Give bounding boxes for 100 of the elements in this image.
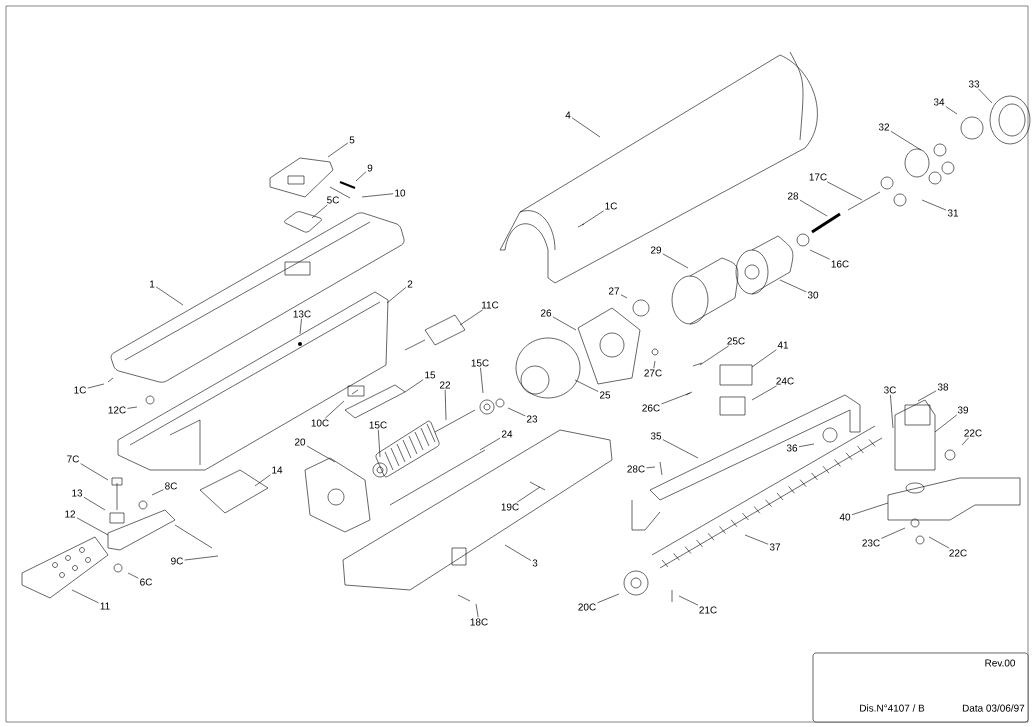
- callout-number: 33: [968, 80, 980, 88]
- leader-line: [324, 400, 345, 419]
- callout-number: 1C: [74, 386, 86, 394]
- callout-number: 17C: [809, 173, 827, 181]
- callout-number: 24: [501, 430, 513, 438]
- leader-line: [327, 142, 349, 158]
- leader-line: [662, 253, 689, 269]
- callout-number: 26C: [642, 404, 660, 412]
- leader-line: [779, 279, 807, 293]
- callout-number: 22C: [964, 429, 982, 437]
- callout-number: 15: [425, 371, 436, 379]
- leader-line: [662, 439, 699, 459]
- leader-line: [311, 204, 328, 219]
- callout-number: 14: [272, 466, 283, 474]
- leader-line: [646, 466, 656, 469]
- callout-number: 37: [769, 543, 781, 551]
- callout-number: 25C: [727, 337, 745, 345]
- leader-line: [928, 536, 950, 549]
- callout-number: 8C: [165, 482, 177, 490]
- leader-line: [978, 88, 993, 104]
- callout-number: 3C: [884, 386, 896, 394]
- leader-line: [890, 394, 894, 429]
- title-block-text: Rev.00: [985, 659, 1016, 667]
- callout-number: 1C: [605, 202, 617, 210]
- leader-line: [127, 572, 139, 579]
- callout-number: 24C: [776, 377, 794, 385]
- leader-line: [155, 286, 184, 306]
- callout-number: 22: [439, 381, 451, 389]
- callout-number: 3: [532, 559, 538, 567]
- leader-line: [881, 527, 906, 539]
- callout-number: 2: [407, 280, 413, 288]
- callout-number: 32: [878, 123, 890, 131]
- leader-line: [921, 199, 947, 211]
- callout-number: 11: [100, 602, 110, 610]
- leader-line: [751, 385, 777, 401]
- callout-number: 29: [650, 246, 662, 254]
- callout-number: 27: [608, 287, 620, 295]
- leader-line: [151, 489, 164, 496]
- callout-number: 9C: [171, 557, 183, 565]
- callout-number: 35: [650, 432, 662, 440]
- title-block-text: Dis.N°4107 / B: [860, 704, 925, 712]
- callout-number: 4: [565, 111, 571, 119]
- leader-line: [254, 474, 271, 487]
- leader-line: [851, 502, 889, 516]
- callout-number: 6C: [140, 578, 152, 586]
- leader-line: [751, 349, 777, 368]
- leader-line: [744, 534, 769, 545]
- callout-number: 34: [933, 98, 945, 106]
- leader-line: [961, 437, 969, 446]
- leader-line: [76, 517, 109, 536]
- callout-number: 10: [395, 189, 406, 197]
- callout-number: 15C: [471, 359, 489, 367]
- leader-line: [386, 287, 407, 304]
- leader-line: [306, 445, 336, 463]
- leader-line: [127, 406, 138, 409]
- leader-line: [459, 309, 484, 326]
- callout-number: 27C: [644, 369, 662, 377]
- leader-line: [574, 379, 599, 392]
- title-block-text: Data 03/06/97: [962, 704, 1025, 712]
- leader-line: [890, 130, 922, 151]
- leader-line: [480, 367, 484, 394]
- callout-number: 21C: [699, 606, 717, 614]
- callout-number: 28C: [627, 465, 645, 473]
- leader-line: [552, 316, 577, 331]
- leader-line: [378, 429, 381, 458]
- leader-line: [184, 555, 219, 561]
- callout-number: 20C: [578, 603, 596, 611]
- callout-number: 10C: [311, 419, 329, 427]
- leader-line: [404, 379, 424, 393]
- leader-line: [479, 437, 501, 451]
- leader-line: [699, 345, 730, 366]
- callout-number: 23: [526, 415, 538, 423]
- leader-line: [678, 595, 699, 606]
- callout-number: 38: [937, 383, 949, 391]
- leader-line: [571, 117, 601, 138]
- callout-number: 12C: [108, 406, 126, 414]
- callout-number: 28: [787, 192, 799, 200]
- callout-number: 18C: [470, 618, 488, 626]
- leader-line: [799, 199, 828, 217]
- callout-number: 22C: [949, 549, 967, 557]
- callout-number: 16C: [831, 260, 849, 268]
- callout-number: 9: [367, 164, 373, 172]
- callout-number: 20: [294, 438, 306, 446]
- callout-number: 39: [957, 406, 969, 414]
- leader-line: [299, 318, 302, 335]
- leader-line: [87, 383, 105, 389]
- callout-number: 5C: [327, 196, 339, 204]
- leader-line: [80, 463, 109, 481]
- leader-line: [507, 407, 526, 417]
- callout-number: 7C: [67, 455, 79, 463]
- callout-number: 36: [786, 444, 798, 452]
- callout-number: 1: [150, 280, 155, 288]
- leader-line: [620, 294, 628, 299]
- callout-number: 11C: [482, 301, 499, 309]
- callout-number: 40: [839, 513, 851, 521]
- leader-line: [444, 389, 447, 421]
- leader-line: [504, 544, 532, 561]
- callout-number: 23C: [862, 539, 880, 547]
- callout-number: 25: [599, 391, 611, 399]
- leader-line: [361, 193, 394, 198]
